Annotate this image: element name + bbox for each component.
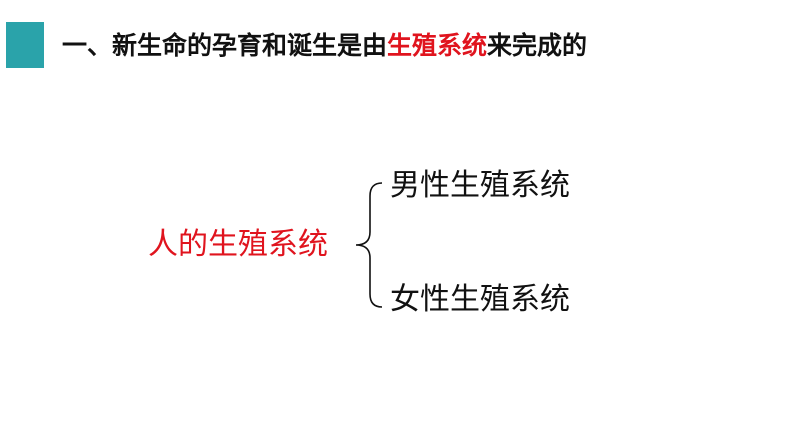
heading-prefix: 一、新生命的孕育和诞生是由 [62, 31, 388, 60]
curly-brace-icon [355, 182, 383, 308]
branch-female-system: 女性生殖系统 [390, 282, 570, 317]
branch-male-system: 男性生殖系统 [390, 168, 570, 203]
slide-heading: 一、新生命的孕育和诞生是由生殖系统来完成的 [62, 29, 587, 63]
heading-accent-block [6, 22, 44, 68]
diagram-root-label: 人的生殖系统 [148, 227, 328, 262]
heading-highlight: 生殖系统 [387, 31, 488, 60]
heading-suffix: 来完成的 [487, 31, 588, 60]
